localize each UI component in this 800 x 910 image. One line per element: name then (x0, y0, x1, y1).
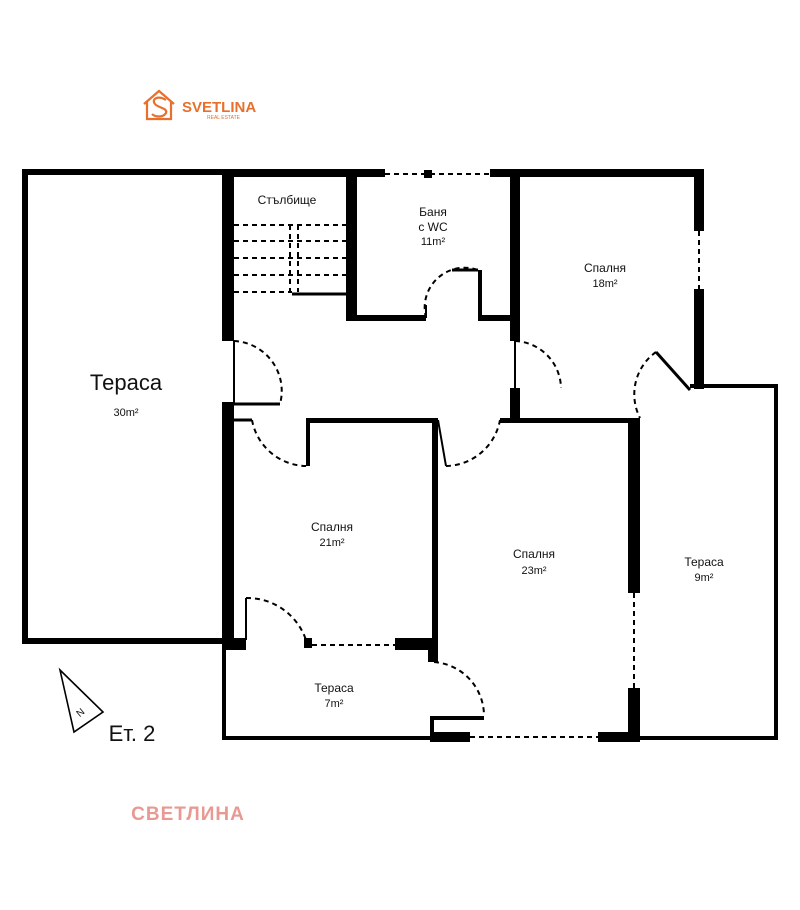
bathroom-wc: с WC (418, 220, 448, 234)
bedroom-c-name: Спалня (513, 547, 555, 561)
terrace-s-area: 7m² (325, 698, 344, 710)
terrace-s-name: Тераса (314, 681, 354, 695)
bedroom-w-area: 21m² (319, 537, 344, 549)
terrace-big-name: Тераса (90, 370, 163, 395)
watermark: СВЕТЛИНА (131, 804, 245, 825)
floor-label: Ет. 2 (109, 721, 156, 746)
bedroom-c-area: 23m² (521, 565, 546, 577)
bedroom-ne-area: 18m² (592, 278, 617, 290)
staircase (234, 224, 346, 293)
north-arrow-icon: N (58, 667, 105, 734)
stairs-name: Стълбище (258, 193, 317, 207)
terrace-e-area: 9m² (695, 572, 714, 584)
bedroom-ne-name: Спалня (584, 261, 626, 275)
bedroom-w-name: Спалня (311, 520, 353, 534)
bathroom-area: 11m² (421, 236, 446, 248)
terrace-big-area: 30m² (113, 407, 138, 419)
brand-subtitle: REAL ESTATE (207, 115, 241, 121)
room-labels: Тераса 30m² Стълбище Баня с WC 11m² Спал… (90, 193, 724, 710)
brand-name: SVETLINA (182, 99, 256, 116)
brand-logo: SVETLINA REAL ESTATE (143, 89, 256, 121)
bathroom-name: Баня (419, 205, 447, 219)
walls (22, 169, 778, 742)
terrace-e-name: Тераса (684, 555, 724, 569)
doors (233, 266, 657, 717)
house-logo-icon (143, 89, 175, 121)
